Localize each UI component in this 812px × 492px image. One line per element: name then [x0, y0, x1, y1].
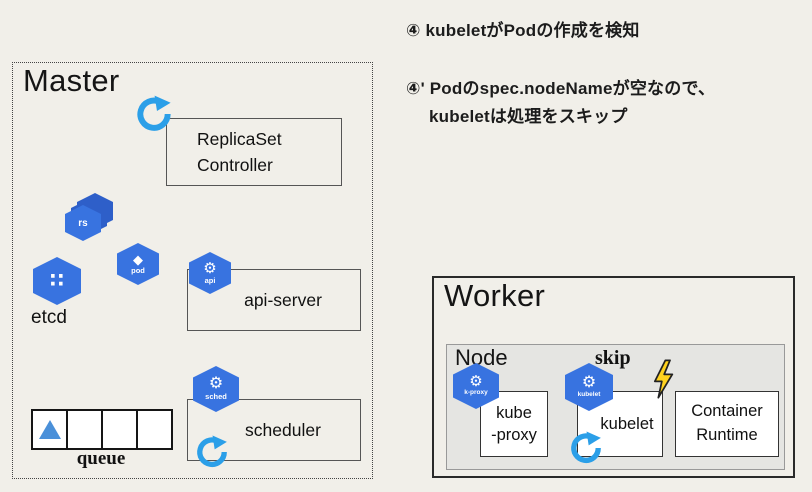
annotation-step4: ④ kubeletがPodの作成を検知	[406, 21, 640, 40]
refresh-icon	[135, 95, 173, 133]
container-runtime-label-line1: Container	[691, 402, 763, 421]
skip-label: skip	[595, 347, 631, 369]
kube-proxy-icon-label: k-proxy	[464, 389, 488, 397]
rs-icon-front: rs	[65, 205, 101, 241]
kube-proxy-label-line2: -proxy	[491, 426, 537, 444]
worker-panel: Worker Node skip ⚙ k-proxy kube -proxy ⚙…	[432, 276, 795, 478]
queue	[31, 409, 173, 450]
pod-icon-label: pod	[131, 265, 145, 275]
pod-cube-glyph: ◆	[133, 251, 143, 267]
etcd-label: etcd	[31, 307, 67, 328]
worker-title: Worker	[444, 278, 546, 313]
etcd-glyph: ∷	[50, 270, 64, 292]
queue-cell	[66, 409, 103, 450]
lightning-icon	[649, 359, 677, 399]
container-runtime-label-line2: Runtime	[696, 426, 758, 444]
scheduler-label: scheduler	[245, 419, 321, 440]
api-server-label: api-server	[244, 289, 322, 310]
queue-label: queue	[76, 448, 126, 469]
master-panel: Master ReplicaSet Controller rs ◆ pod ∷ …	[12, 62, 373, 479]
scheduler-box: scheduler	[187, 399, 361, 461]
master-title: Master	[23, 63, 120, 98]
kubelet-icon: ⚙ kubelet	[565, 363, 613, 411]
refresh-icon	[195, 435, 229, 469]
refresh-icon	[569, 431, 603, 465]
replicaset-label-line2: Controller	[197, 155, 273, 175]
replicaset-controller-box: ReplicaSet Controller	[166, 118, 342, 186]
container-runtime-box: Container Runtime	[675, 391, 779, 457]
api-icon: ⚙ api	[189, 252, 231, 294]
kube-proxy-box: kube -proxy	[480, 391, 548, 457]
replicaset-label-line1: ReplicaSet	[197, 128, 282, 149]
etcd-icon: ∷	[33, 257, 81, 305]
annotation-step4-prime-line2: kubeletは処理をスキップ	[429, 107, 628, 126]
queue-cell	[101, 409, 138, 450]
pod-icon: ◆ pod	[117, 243, 159, 285]
rs-icon: rs	[65, 193, 115, 243]
node-panel: Node skip ⚙ k-proxy kube -proxy ⚙ kubele…	[446, 344, 785, 470]
kubelet-gear-glyph: ⚙	[581, 373, 597, 391]
kubelet-label: kubelet	[600, 414, 654, 433]
api-server-box: api-server	[187, 269, 361, 331]
kube-proxy-label-line1: kube	[496, 403, 532, 422]
sched-gear-glyph: ⚙	[208, 375, 224, 393]
rs-icon-label: rs	[78, 217, 88, 229]
sched-icon-label: sched	[205, 392, 227, 402]
queue-cell	[136, 409, 173, 450]
api-gear-glyph: ⚙	[203, 259, 217, 277]
kube-proxy-gear-glyph: ⚙	[469, 373, 483, 391]
api-icon-label: api	[204, 275, 216, 285]
kubelet-icon-label: kubelet	[577, 390, 601, 398]
queue-cell	[31, 409, 68, 450]
queue-triangle-icon	[38, 420, 61, 439]
annotation-step4-prime-line1: ④' Podのspec.nodeNameが空なので、	[406, 79, 716, 98]
